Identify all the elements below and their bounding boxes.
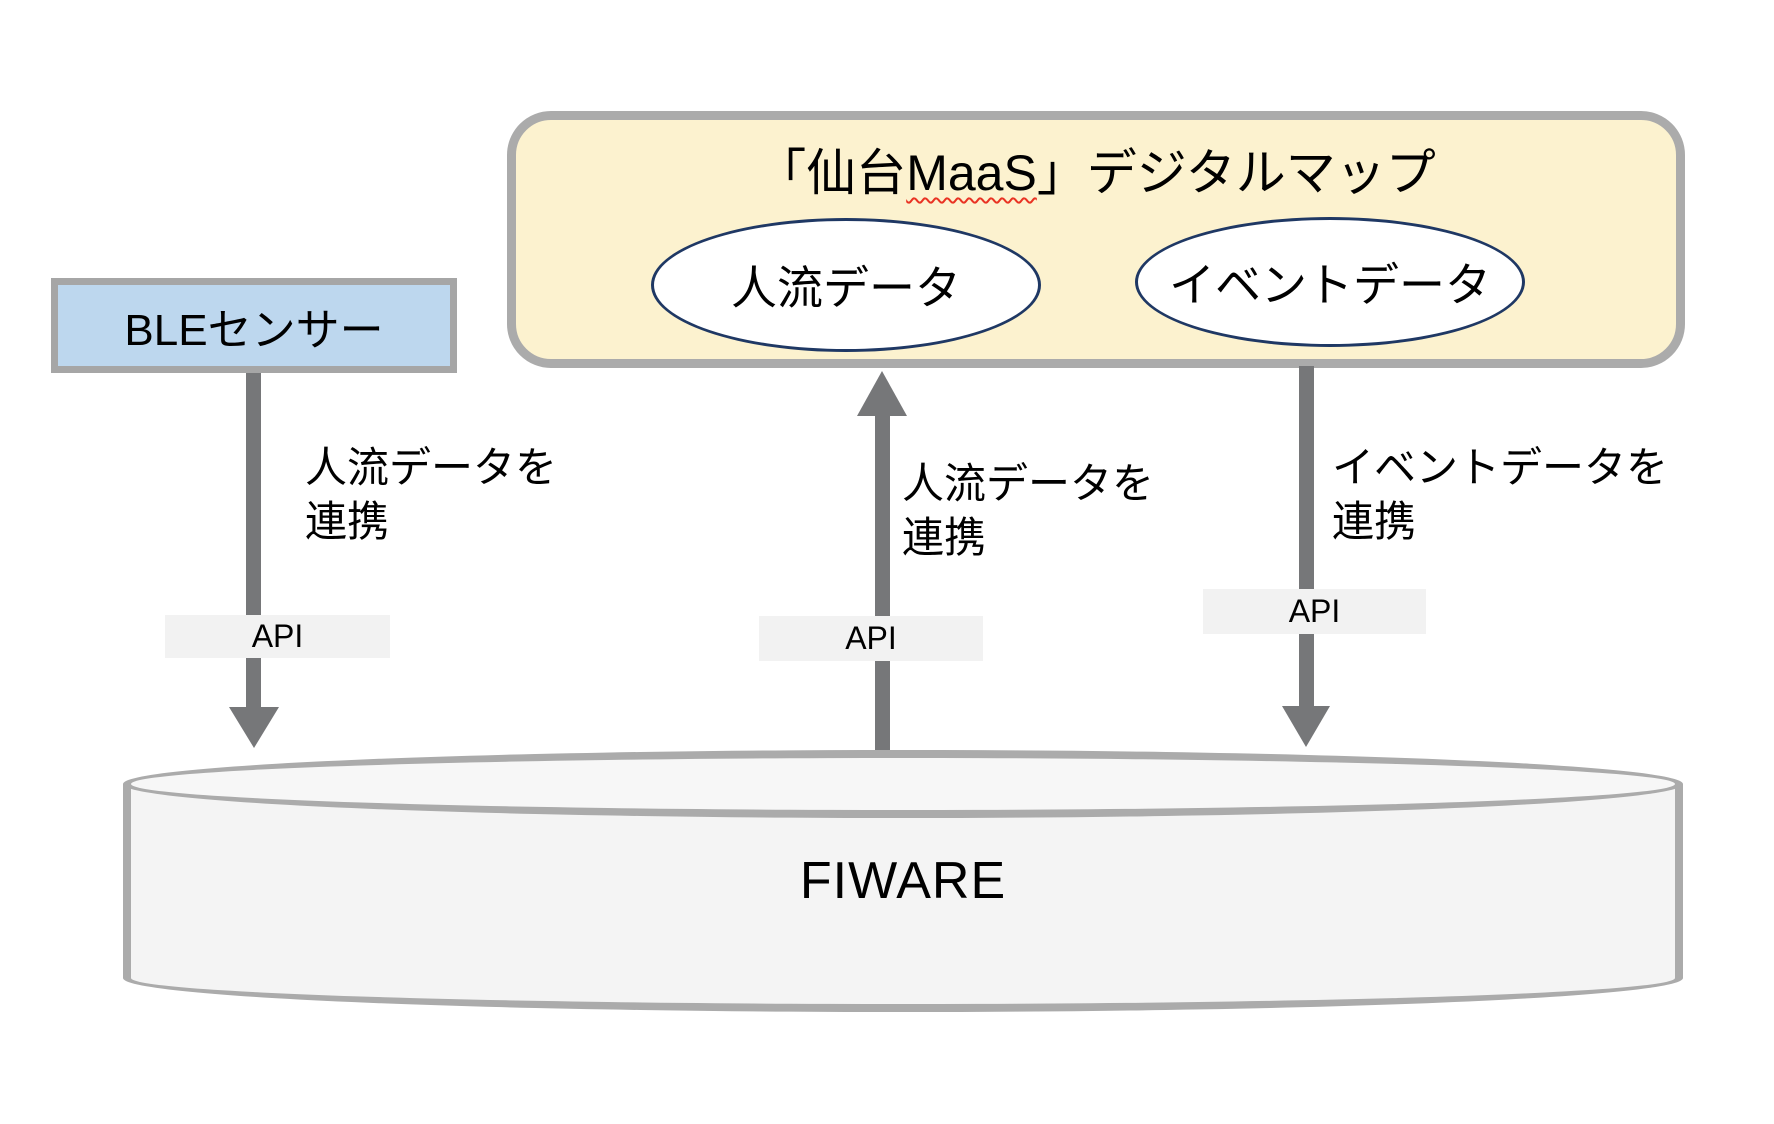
flow-label-line1: 人流データを [902, 460, 1155, 507]
title-brand-misspelled: MaaS [906, 145, 1037, 201]
arrow-down-icon [229, 707, 279, 748]
ble-sensor-box: BLEセンサー [51, 278, 457, 373]
digital-map-title: 「仙台MaaS」デジタルマップ [516, 144, 1676, 202]
digital-map-container: 「仙台MaaS」デジタルマップ 人流データ イベントデータ [507, 111, 1685, 368]
fiware-label: FIWARE [123, 784, 1683, 978]
flow-label-line1: イベントデータを [1332, 444, 1669, 491]
event-data-label: イベントデータ [1169, 259, 1491, 311]
flow-label-line2: 連携 [305, 498, 390, 545]
event-data-node: イベントデータ [1135, 217, 1525, 347]
people-flow-data-node: 人流データ [651, 218, 1041, 352]
fiware-text: FIWARE [799, 852, 1007, 910]
flow-label-line1: 人流データを [305, 444, 558, 491]
fiware-cylinder-top [123, 750, 1683, 818]
api-label: API [251, 618, 304, 654]
flow-label-line2: 連携 [1332, 498, 1417, 545]
api-tag-fiware-to-map: API [759, 616, 983, 661]
ble-sensor-label: BLEセンサー [124, 305, 384, 355]
flow-label-ble-to-fiware: 人流データを 連携 [305, 441, 557, 549]
flow-label-line2: 連携 [902, 514, 987, 561]
api-label: API [1288, 593, 1341, 629]
arrow-fiware-to-map-line [875, 415, 890, 755]
title-suffix: 」デジタルマップ [1036, 145, 1436, 201]
arrow-map-to-fiware-line [1299, 366, 1314, 706]
flow-label-fiware-to-map: 人流データを 連携 [902, 457, 1154, 565]
api-tag-map-to-fiware: API [1203, 589, 1426, 634]
title-prefix: 「仙台 [756, 145, 907, 201]
people-flow-data-label: 人流データ [731, 262, 961, 314]
api-label: API [845, 620, 897, 656]
arrow-up-icon [857, 371, 907, 416]
arrow-down-icon [1282, 706, 1330, 747]
api-tag-ble-to-fiware: API [165, 615, 390, 658]
flow-label-map-to-fiware: イベントデータを 連携 [1332, 441, 1668, 549]
